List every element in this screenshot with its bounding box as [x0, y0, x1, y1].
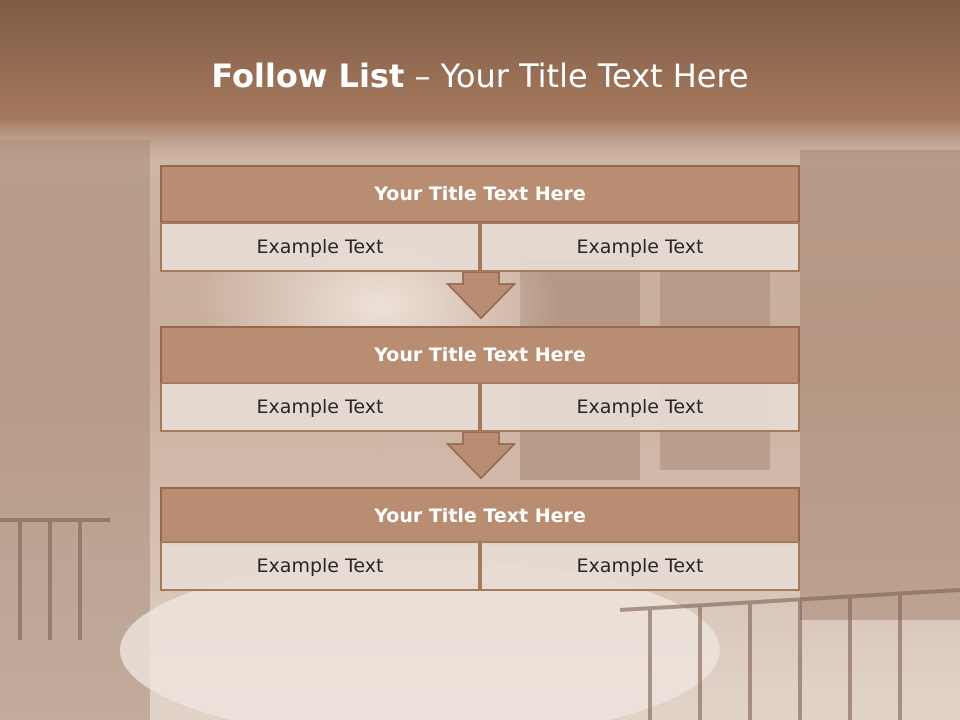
down-arrow-icon [445, 432, 517, 480]
step-2-left-cell: Example Text [160, 382, 480, 432]
step-1-right-cell: Example Text [480, 222, 800, 272]
step-3-left-cell: Example Text [160, 541, 480, 591]
step-1-title: Your Title Text Here [160, 165, 800, 223]
step-1-left-cell: Example Text [160, 222, 480, 272]
slide-title-rest: – Your Title Text Here [414, 57, 749, 95]
down-arrow-icon [445, 272, 517, 320]
step-3-title: Your Title Text Here [160, 487, 800, 545]
step-2-right-cell: Example Text [480, 382, 800, 432]
step-2-title: Your Title Text Here [160, 326, 800, 384]
slide-title: Follow List – Your Title Text Here [0, 54, 960, 98]
slide-title-bold: Follow List [211, 57, 405, 95]
step-3-right-cell: Example Text [480, 541, 800, 591]
